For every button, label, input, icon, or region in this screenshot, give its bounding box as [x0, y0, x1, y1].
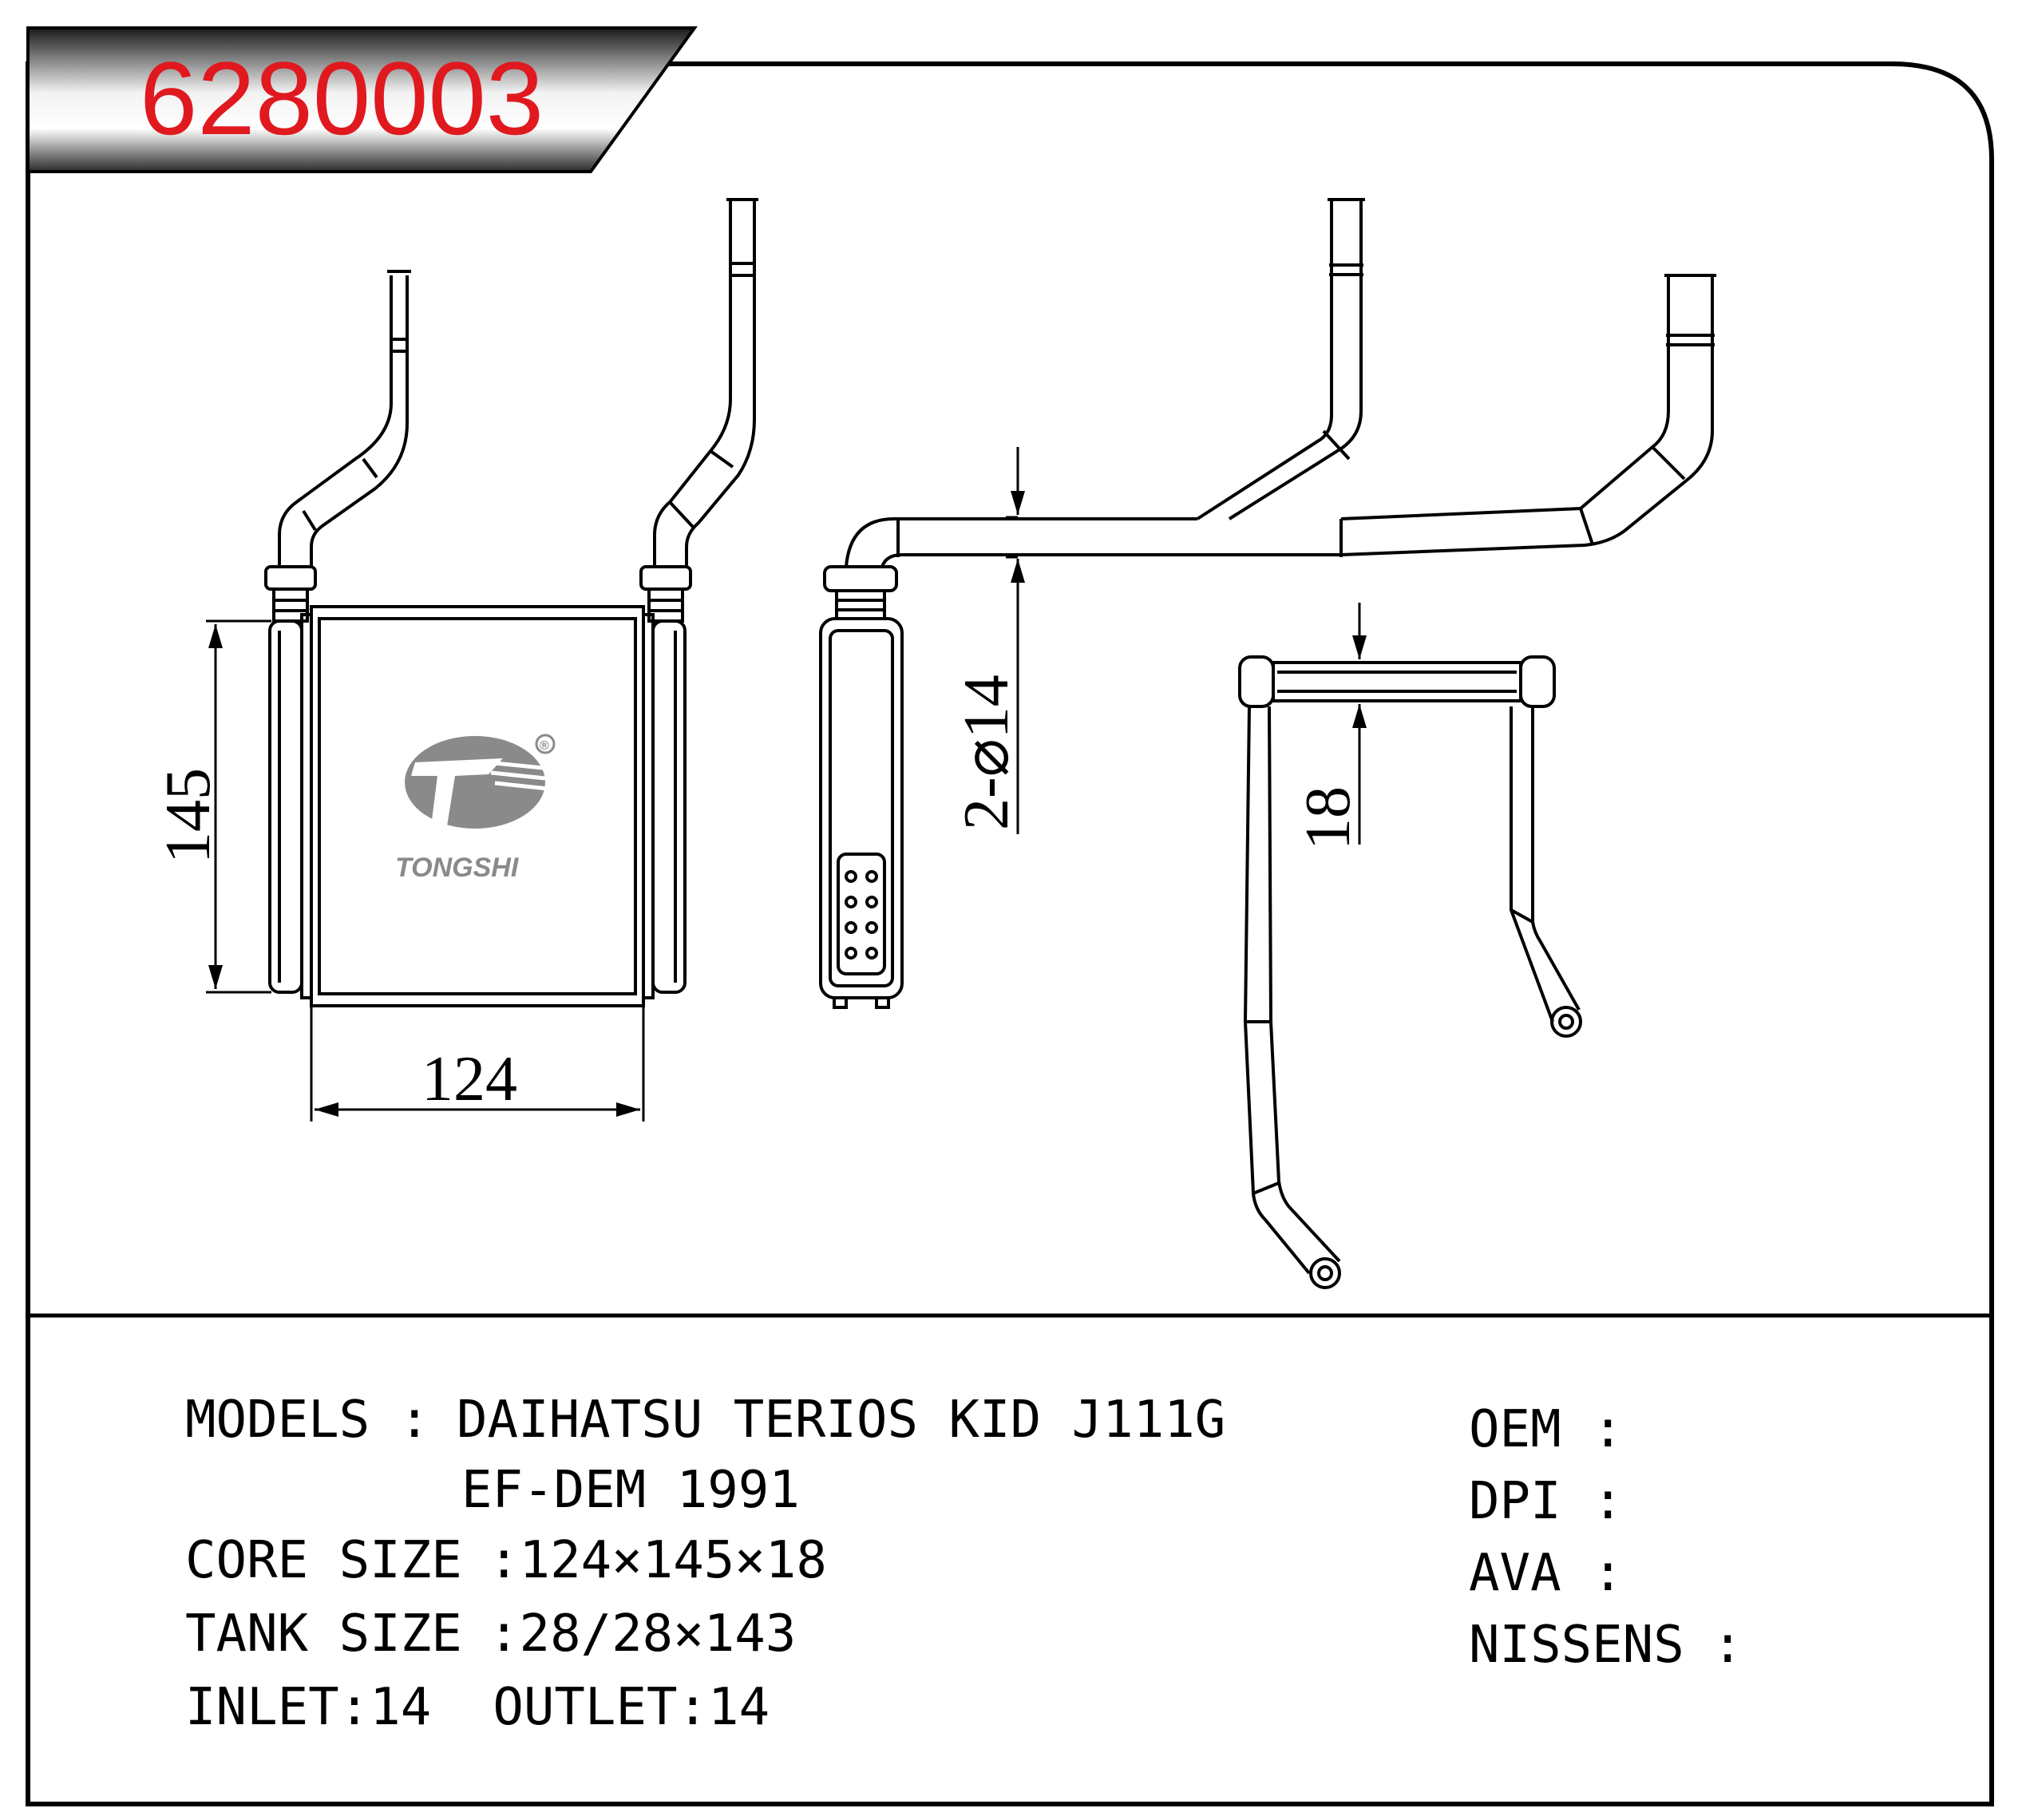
tank-size-label: TANK SIZE: [185, 1604, 462, 1664]
nissens-separator: :: [1712, 1616, 1743, 1675]
part-number-banner: 6280003: [26, 26, 698, 173]
part-number: 6280003: [140, 40, 544, 156]
width-value: 124: [421, 1044, 517, 1114]
ava-separator: :: [1593, 1544, 1624, 1603]
dpi-separator: :: [1593, 1472, 1624, 1531]
heater-core-side-view: [819, 198, 1716, 1009]
heater-core-top-view: [1238, 655, 1582, 1289]
oem-label: OEM: [1469, 1400, 1561, 1459]
nissens-label: NISSENS: [1469, 1616, 1684, 1675]
width-dimension: [310, 1007, 645, 1122]
pipe-diameter-value: 2-⌀14: [952, 675, 1022, 830]
height-dimension: [206, 619, 271, 994]
dpi-label: DPI: [1469, 1472, 1561, 1531]
outer-frame: [26, 61, 1994, 1806]
thickness-value: 18: [1293, 786, 1363, 850]
height-value: 145: [153, 768, 224, 864]
core-size-value: :124×145×18: [489, 1531, 827, 1590]
logo-text: TONGSHI: [395, 853, 520, 883]
tank-size-value: :28/28×143: [489, 1604, 796, 1664]
models-separator: :: [399, 1391, 430, 1450]
models-line-2: EF-DEM 1991: [461, 1461, 800, 1520]
core-size-label: CORE SIZE: [185, 1531, 462, 1590]
heater-core-front-view: [264, 198, 758, 1007]
pipe-diameter-dimension: [1006, 447, 1025, 834]
models-label: MODELS: [185, 1391, 370, 1450]
inlet-outlet: INLET:14 OUTLET:14: [185, 1678, 770, 1737]
models-line-1: DAIHATSU TERIOS KID J111G: [457, 1391, 1225, 1450]
registered-mark: ®: [540, 739, 549, 753]
oem-separator: :: [1593, 1400, 1624, 1459]
ava-label: AVA: [1469, 1544, 1561, 1603]
spec-table: MODELS : DAIHATSU TERIOS KID J111G EF-DE…: [185, 1391, 1743, 1737]
tongshi-logo: ® TONGSHI: [395, 734, 556, 883]
